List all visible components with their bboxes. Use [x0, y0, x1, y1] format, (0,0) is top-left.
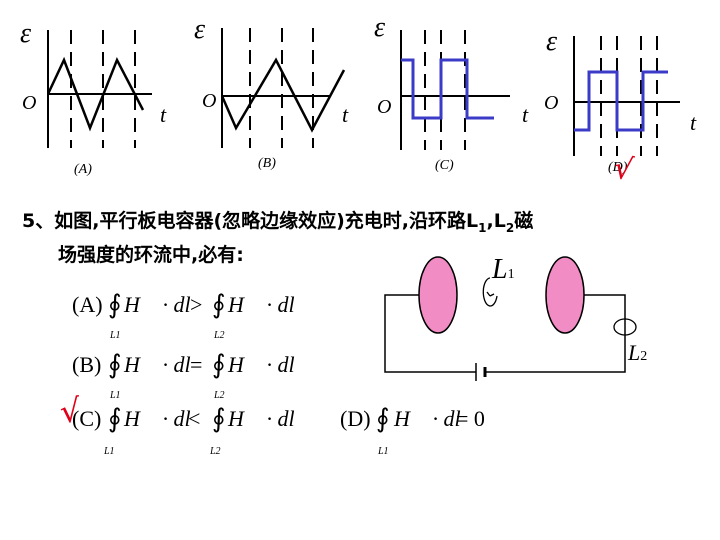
- option-d-path: L1: [378, 446, 389, 457]
- option-c-left-integrand: H⃗ · dl⃗: [124, 406, 208, 431]
- option-a-left-path: L1: [110, 330, 121, 341]
- capacitor-right-plate: [545, 256, 585, 334]
- question-text: 5、如图,平行板电容器(忽略边缘效应)充电时,沿环路L1,L2磁 场强度的环流中…: [22, 208, 702, 269]
- graph-a-waveform: [46, 56, 145, 132]
- option-b-left-path: L1: [110, 390, 121, 401]
- loop-l1-path: [482, 277, 498, 307]
- graph-b-epsilon: ε: [194, 14, 206, 45]
- option-a-right-integral: ∮: [212, 290, 226, 319]
- option-a-right-path: L2: [214, 330, 225, 341]
- graph-a-caption: (A): [74, 162, 92, 177]
- option-b-label: (B): [72, 352, 102, 377]
- option-b-right-path: L2: [214, 390, 225, 401]
- option-c-left-integral: ∮: [108, 404, 122, 433]
- circuit-wire-left: [384, 294, 476, 373]
- option-a-relation: >: [190, 292, 203, 317]
- graph-d-epsilon: ε: [546, 26, 558, 57]
- option-b-right-integrand: H⃗ · dl⃗: [228, 352, 312, 377]
- option-a-label: (A): [72, 292, 103, 317]
- graph-a-origin: O: [22, 92, 37, 114]
- graph-a-t: t: [160, 102, 167, 127]
- graph-d-dashes: [600, 36, 658, 156]
- graph-c-dashes: [424, 30, 466, 150]
- option-d-integral: ∮: [376, 404, 390, 433]
- graph-c-epsilon: ε: [374, 12, 386, 43]
- option-c-relation: <: [188, 406, 201, 431]
- graph-c-waveform: [401, 58, 494, 120]
- option-c-label: (C): [72, 406, 102, 431]
- graph-b-origin: O: [202, 90, 217, 112]
- option-a-left-integral: ∮: [108, 290, 122, 319]
- option-a-left-integrand: H⃗ · dl⃗: [124, 292, 208, 317]
- graph-b-waveform: [220, 57, 346, 133]
- graph-c-t: t: [522, 102, 529, 127]
- graph-c-origin: O: [377, 96, 392, 118]
- option-d-relation: = 0: [456, 406, 485, 431]
- option-c-right-path: L2: [210, 446, 221, 457]
- graph-d-waveform: [574, 70, 668, 132]
- option-b-right-integral: ∮: [212, 350, 226, 379]
- loop-l1-arrow: [486, 291, 495, 297]
- circuit-wire-right: [485, 294, 626, 373]
- option-d-integrand: H⃗ · dl⃗: [394, 406, 478, 431]
- loop-l2-label: L2: [628, 340, 648, 365]
- option-b-left-integrand: H⃗ · dl⃗: [124, 352, 208, 377]
- question-line-2: 场强度的环流中,必有:: [58, 243, 244, 266]
- option-b-relation: =: [190, 352, 203, 377]
- option-a-right-integrand: H⃗ · dl⃗: [228, 292, 312, 317]
- option-c-right-integrand: H⃗ · dl⃗: [228, 406, 312, 431]
- graph-a-epsilon: ε: [20, 18, 32, 49]
- option-c-left-path: L1: [104, 446, 115, 457]
- capacitor-left-plate: [418, 256, 458, 334]
- graph-d-origin: O: [544, 92, 559, 114]
- loop-l1-label: L1: [492, 254, 515, 285]
- question-line-1: 5、如图,平行板电容器(忽略边缘效应)充电时,沿环路L1,L2磁: [22, 210, 534, 235]
- option-b-left-integral: ∮: [108, 350, 122, 379]
- graph-b-t: t: [342, 102, 349, 127]
- graph-b-caption: (B): [258, 156, 276, 171]
- graph-c-caption: (C): [435, 158, 454, 173]
- loop-l2-path: [613, 318, 637, 336]
- option-d-label: (D): [340, 406, 371, 431]
- graph-d-caption: (D): [608, 160, 628, 175]
- graph-d-t: t: [690, 110, 697, 135]
- graph-a-dashes: [70, 30, 136, 148]
- option-c-right-integral: ∮: [212, 404, 226, 433]
